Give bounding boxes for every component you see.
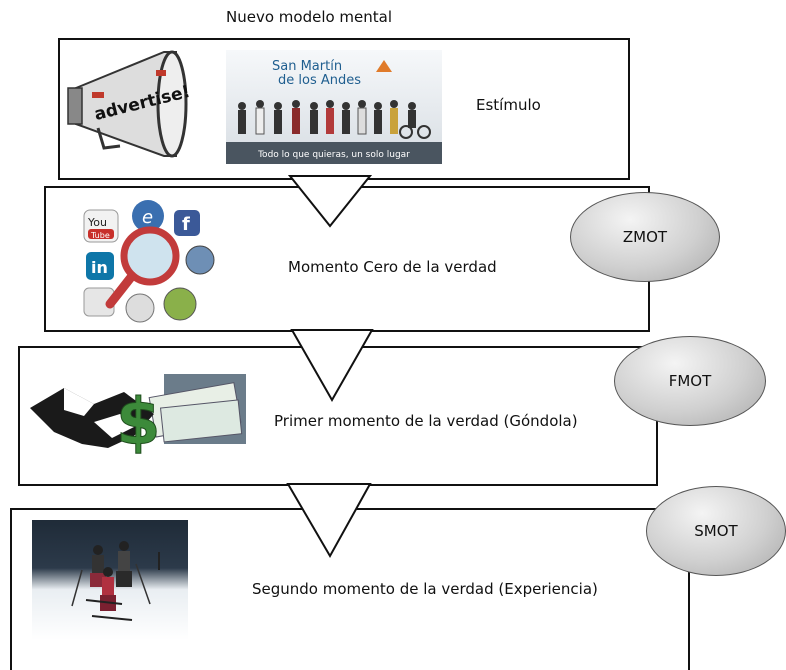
mountain-icon xyxy=(376,60,392,72)
people-silhouettes xyxy=(238,100,431,139)
skier-figures xyxy=(71,541,151,621)
dollar-sign: $ xyxy=(116,386,161,460)
magnifier-handle xyxy=(105,271,137,309)
brand-line2: de los Andes xyxy=(278,73,361,88)
badge-fmot-text: FMOT xyxy=(668,372,712,390)
stage-label-zmot: Momento Cero de la verdad xyxy=(288,258,497,276)
badge-zmot: ZMOT xyxy=(570,192,720,282)
handshake-image: $ xyxy=(24,374,246,466)
social-media-cluster: You Tube e f in xyxy=(83,200,215,323)
brand-line1: San Martín xyxy=(272,59,342,74)
svg-text:f: f xyxy=(182,214,190,235)
badge-fmot: FMOT xyxy=(614,336,766,426)
megaphone-image: advertise! xyxy=(67,50,192,158)
badge-zmot-text: ZMOT xyxy=(622,228,668,246)
linkedin-in: in xyxy=(91,258,108,277)
youtube-you: You xyxy=(87,216,107,229)
skiers-photo xyxy=(32,520,188,640)
stage-label-smot: Segundo momento de la verdad (Experienci… xyxy=(252,580,598,598)
san-martin-poster: San Martín de los Andes Todo lo que quie… xyxy=(226,50,442,164)
magnifier-lens xyxy=(120,226,180,286)
badge-smot: SMOT xyxy=(646,486,786,576)
youtube-tube: Tube xyxy=(90,231,110,240)
diagram-title: Nuevo modelo mental xyxy=(226,8,393,26)
svg-text:e: e xyxy=(142,207,153,228)
stage-label-fmot: Primer momento de la verdad (Góndola) xyxy=(274,412,578,430)
arrow-1 xyxy=(286,175,374,559)
brand-tagline: Todo lo que quieras, un solo lugar xyxy=(257,150,410,160)
stage-label-estimulo: Estímulo xyxy=(476,96,541,114)
badge-smot-text: SMOT xyxy=(694,522,738,540)
